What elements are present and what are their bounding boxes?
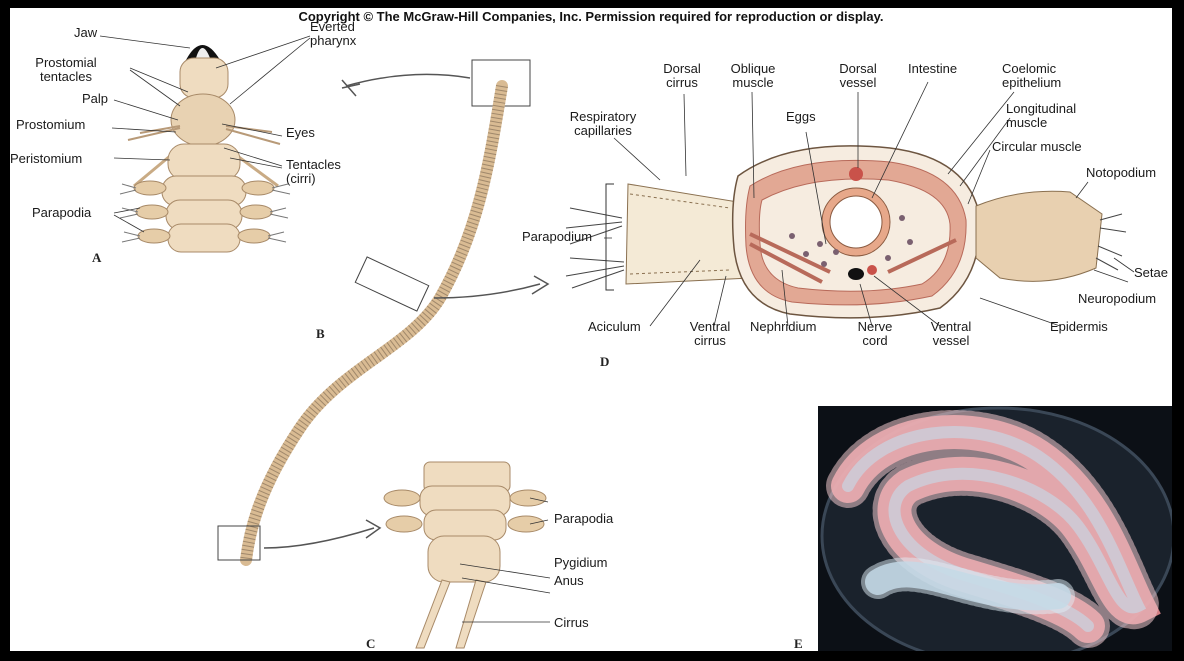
panel-label-b: B xyxy=(316,326,325,342)
worm-head-drawing xyxy=(100,36,310,252)
label-prostomial-tentacles-1: Prostomial xyxy=(24,56,108,70)
label-everted-pharynx-1: Everted xyxy=(310,20,355,34)
label-palp: Palp xyxy=(82,92,108,106)
label-ventral-cirrus-2: cirrus xyxy=(680,334,740,348)
label-aciculum: Aciculum xyxy=(588,320,641,334)
label-nephridium: Nephridium xyxy=(750,320,816,334)
label-setae: Setae xyxy=(1134,266,1168,280)
label-prostomial-tentacles-2: tentacles xyxy=(24,70,108,84)
cross-section-drawing xyxy=(566,82,1134,326)
label-neuropodium: Neuropodium xyxy=(1078,292,1156,306)
label-dorsal-cirrus-1: Dorsal xyxy=(650,62,714,76)
label-eyes: Eyes xyxy=(286,126,315,140)
label-longitudinal-1: Longitudinal xyxy=(1006,102,1076,116)
label-ventral-cirrus-1: Ventral xyxy=(680,320,740,334)
label-nerve-cord-2: cord xyxy=(850,334,900,348)
label-ventral-vessel-1: Ventral xyxy=(916,320,986,334)
figure-frame: Copyright © The McGraw-Hill Companies, I… xyxy=(10,8,1172,651)
label-dorsal-vessel-1: Dorsal xyxy=(826,62,890,76)
label-coelomic-2: epithelium xyxy=(1002,76,1061,90)
label-respiratory-capillaries-2: capillaries xyxy=(556,124,650,138)
label-coelomic-1: Coelomic xyxy=(1002,62,1056,76)
label-parapodia-a: Parapodia xyxy=(32,206,91,220)
label-epidermis: Epidermis xyxy=(1050,320,1108,334)
label-parapodium: Parapodium xyxy=(522,230,592,244)
label-longitudinal-2: muscle xyxy=(1006,116,1047,130)
label-cirrus: Cirrus xyxy=(554,616,589,630)
label-jaw: Jaw xyxy=(74,26,97,40)
label-ventral-vessel-2: vessel xyxy=(916,334,986,348)
label-parapodia-c: Parapodia xyxy=(554,512,613,526)
panel-label-a: A xyxy=(92,250,101,266)
label-tentacles-2: (cirri) xyxy=(286,172,316,186)
label-notopodium: Notopodium xyxy=(1086,166,1156,180)
worm-photograph xyxy=(818,406,1172,651)
label-anus: Anus xyxy=(554,574,584,588)
label-everted-pharynx-2: pharynx xyxy=(310,34,356,48)
label-eggs: Eggs xyxy=(786,110,816,124)
panel-label-d: D xyxy=(600,354,609,370)
label-oblique-muscle-2: muscle xyxy=(718,76,788,90)
label-oblique-muscle-1: Oblique xyxy=(718,62,788,76)
label-nerve-cord-1: Nerve xyxy=(850,320,900,334)
panel-label-e: E xyxy=(794,636,803,651)
panel-label-c: C xyxy=(366,636,375,651)
label-prostomium: Prostomium xyxy=(16,118,85,132)
label-pygidium: Pygidium xyxy=(554,556,607,570)
label-dorsal-vessel-2: vessel xyxy=(826,76,890,90)
label-circular-muscle: Circular muscle xyxy=(992,140,1082,154)
label-peristomium: Peristomium xyxy=(10,152,82,166)
label-intestine: Intestine xyxy=(908,62,957,76)
label-dorsal-cirrus-2: cirrus xyxy=(650,76,714,90)
worm-tail-drawing xyxy=(384,462,550,648)
label-respiratory-capillaries-1: Respiratory xyxy=(556,110,650,124)
label-tentacles-1: Tentacles xyxy=(286,158,341,172)
